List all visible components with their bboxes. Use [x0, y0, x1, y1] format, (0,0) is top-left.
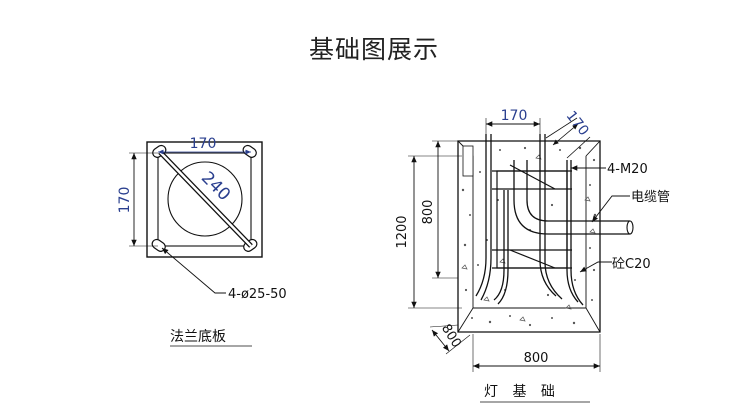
anchor-bolts: [475, 134, 584, 306]
cable-pipe: [513, 160, 634, 235]
flange-plate: 170 170 240 4-ø25-50 法兰底板: [117, 136, 287, 347]
label-concrete: 砼C20: [612, 257, 651, 272]
foundation-dim-top: 170: [501, 108, 528, 124]
label-cable-pipe: 电缆管: [631, 189, 670, 205]
flange-hole-tr: [242, 144, 257, 158]
rebar-cage: [492, 164, 572, 269]
page-title: 基础图展示: [308, 35, 439, 64]
flange-center-circle: [167, 161, 243, 237]
foundation-dim-angled: 170: [563, 108, 592, 139]
flange-hole-bl: [151, 238, 166, 252]
foundation-dim-800-inner: 800: [421, 200, 436, 225]
flange-hole-note: 4-ø25-50: [228, 287, 287, 302]
flange-outer-square: [146, 141, 263, 258]
foundation-caption: 灯 基 础: [484, 383, 560, 400]
foundation-dim-width: 800: [524, 351, 549, 366]
flange-dim-left: 170: [117, 187, 133, 214]
foundation-outline: [457, 140, 601, 333]
concrete-speckles: [461, 146, 597, 327]
flange-caption: 法兰底板: [170, 329, 226, 345]
flange-dim-top: 170: [190, 136, 217, 152]
foundation-section: 170 170 1200 800 800 800 4-M20 电缆管 砼C20: [395, 108, 670, 403]
foundation-dim-1200: 1200: [395, 215, 410, 248]
label-bolts: 4-M20: [607, 162, 648, 177]
